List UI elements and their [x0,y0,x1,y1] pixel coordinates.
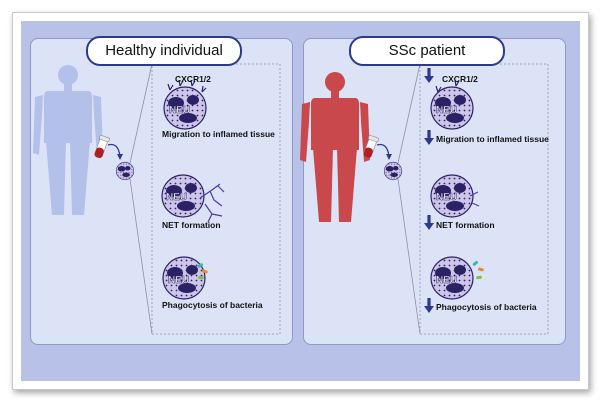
receptor-label: CXCR1/2 [175,74,211,84]
cell-label: NEU [169,105,190,116]
zoom-lines [397,63,421,335]
sampled-neutrophil [383,161,403,181]
cell-label: NEU [166,192,187,203]
cell-label: NEU [168,275,189,286]
sampled-neutrophil [115,161,135,181]
blood-tube-icon [92,134,111,160]
function-phagocytosis: Phagocytosis of bacteria [436,302,537,312]
cell-label: NEU [436,192,457,203]
healthy-title: Healthy individual [86,36,242,66]
sample-arrow [107,143,121,157]
neutrophil-migration [163,79,207,130]
healthy-figure [33,65,103,215]
cell-label: NEU [436,275,457,286]
down-arrow-icon [424,130,434,145]
neutrophil-net [161,174,225,223]
neutrophil-phagocytosis [430,256,484,300]
cell-label: NEU [436,105,457,116]
sample-arrow [376,143,390,157]
down-arrow-icon [424,215,434,230]
neutrophil-phagocytosis [162,256,208,300]
function-net: NET formation [162,220,221,230]
function-phagocytosis: Phagocytosis of bacteria [162,300,263,310]
receptor-label: CXCR1/2 [442,74,478,84]
ssc-title: SSc patient [349,36,505,66]
patient-figure [300,72,370,222]
down-arrow-icon [424,68,434,83]
function-migration: Migration to inflamed tissue [436,134,549,144]
neutrophil-net [430,174,480,218]
function-net: NET formation [436,220,495,230]
neutrophil-migration [430,79,474,130]
down-arrow-icon [424,298,434,313]
function-migration: Migration to inflamed tissue [162,129,275,139]
zoom-lines [129,63,153,335]
